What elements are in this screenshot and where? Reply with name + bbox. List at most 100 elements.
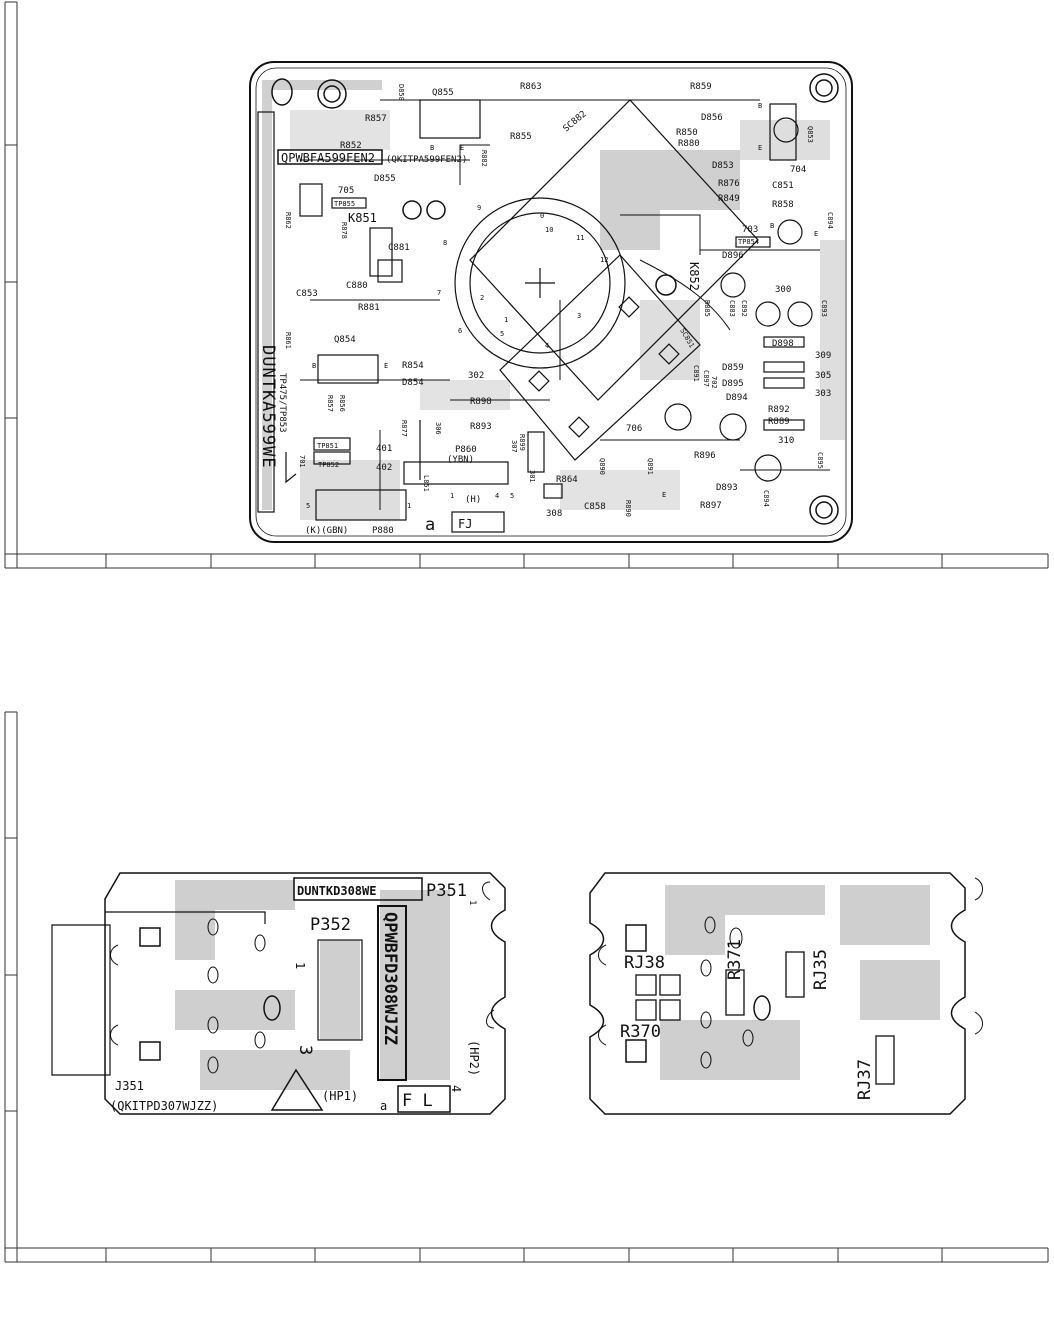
- ref-R896: R896: [694, 451, 716, 461]
- main-tp-label: TP475/TP853: [277, 373, 287, 433]
- ref-L851: L851: [422, 475, 430, 492]
- jack-hp1: (HP1): [322, 1089, 358, 1103]
- ref-C853: C853: [296, 289, 318, 299]
- ref-R857b: R857: [326, 395, 334, 412]
- main-board: DUNTKA599WE QPWBFA599FEN2 (QKITPA599FEN2…: [249, 61, 853, 543]
- jack-p352: P352: [310, 915, 351, 935]
- mounting-holes: [271, 73, 839, 525]
- ref-401: 401: [376, 444, 392, 454]
- ref-C858: C858: [584, 502, 606, 512]
- jack-p351: P351: [426, 881, 467, 901]
- ref-C894b: C894: [762, 490, 770, 507]
- back-rj38: RJ38: [624, 953, 665, 973]
- ref-C851: C851: [772, 181, 794, 191]
- back-r370: R370: [620, 1022, 661, 1042]
- ref-R893: R893: [470, 422, 492, 432]
- jack-back-copper: [660, 885, 940, 1080]
- main-kit-code: (QKITPA599FEN2): [386, 155, 467, 165]
- ref-306: 306: [434, 422, 442, 435]
- pin-c894-b: B: [770, 222, 774, 230]
- pin-q855-b: B: [430, 144, 434, 152]
- jack-board-name: DUNTKD308WE: [297, 884, 376, 898]
- ref-R852: R852: [340, 141, 362, 151]
- jack-hp2: (HP2): [467, 1040, 481, 1076]
- frame-bottom: [4, 711, 1049, 1263]
- ref-R857: R857: [365, 114, 387, 124]
- ref-305: 305: [815, 371, 831, 381]
- ref-D858: D858: [397, 84, 405, 101]
- rotary-switch-sc882: [454, 99, 759, 401]
- ref-706: 706: [626, 424, 642, 434]
- ref-R863: R863: [520, 82, 542, 92]
- jack-ref-a: a: [380, 1099, 387, 1113]
- ref-308: 308: [546, 509, 562, 519]
- ref-R861: R861: [284, 332, 292, 349]
- jack-board-back: RJ38 R371 RJ35 R370 RJ37: [589, 872, 983, 1115]
- ref-301: 301: [528, 470, 536, 483]
- ref-R881: R881: [358, 303, 380, 313]
- back-rj37: RJ37: [855, 1059, 875, 1100]
- ref-C895: C895: [816, 452, 824, 469]
- pin-q854-b: B: [312, 362, 316, 370]
- pin-12: 12: [600, 256, 608, 264]
- jack-fl-mark: F L: [402, 1091, 433, 1111]
- main-k-pin-5: 5: [306, 502, 310, 510]
- ref-TP852: TP852: [318, 461, 339, 469]
- ref-C892: C892: [740, 300, 748, 317]
- pin-q854-e: E: [384, 362, 388, 370]
- pin-9: 9: [477, 204, 481, 212]
- ref-R890: R890: [624, 500, 632, 517]
- ref-R854: R854: [402, 361, 424, 371]
- ref-D853: D853: [712, 161, 734, 171]
- ref-C893: C893: [820, 300, 828, 317]
- ref-D856: D856: [701, 113, 723, 123]
- ref-R899: R899: [518, 434, 526, 451]
- ref-D855: D855: [374, 174, 396, 184]
- pin-8: 8: [443, 239, 447, 247]
- ref-D898: D898: [772, 339, 794, 349]
- pin-q853-e: E: [758, 144, 762, 152]
- pin-q891-e: E: [662, 491, 666, 499]
- main-p860: P860: [455, 445, 477, 455]
- ref-R878: R878: [340, 222, 348, 239]
- ref-D893: D893: [716, 483, 738, 493]
- ref-309: 309: [815, 351, 831, 361]
- ref-D895: D895: [722, 379, 744, 389]
- pin-4: 4: [545, 342, 549, 350]
- back-rj35: RJ35: [811, 949, 831, 990]
- pin-11: 11: [576, 234, 584, 242]
- ref-TP851: TP851: [317, 442, 338, 450]
- ref-Q891: Q891: [646, 458, 654, 475]
- pin-0: 0: [540, 212, 544, 220]
- main-k-pin-1: 1: [407, 502, 411, 510]
- ref-K852: K852: [687, 262, 701, 291]
- pin-5: 5: [500, 330, 504, 338]
- ref-C881: C881: [388, 243, 410, 253]
- pin-2: 2: [480, 294, 484, 302]
- main-h-pin-4: 4: [495, 492, 499, 500]
- ref-R897: R897: [700, 501, 722, 511]
- jack-pwb-code: QPWBFD308WJZZ: [380, 912, 400, 1045]
- ref-R864: R864: [556, 475, 578, 485]
- ref-R859: R859: [690, 82, 712, 92]
- ref-R862: R862: [284, 212, 292, 229]
- pin-3: 3: [577, 312, 581, 320]
- ref-300: 300: [775, 285, 791, 295]
- ref-C897: C897: [702, 370, 710, 387]
- ref-Q854: Q854: [334, 335, 356, 345]
- ref-701: 701: [298, 455, 306, 468]
- ref-R885: R885: [703, 300, 711, 317]
- ref-Q890: Q890: [598, 458, 606, 475]
- ref-R898: R898: [470, 397, 492, 407]
- jack-pin-4: 4: [449, 1085, 463, 1092]
- frame-top: [4, 1, 1049, 569]
- main-h-pin-1: 1: [450, 492, 454, 500]
- ref-R880: R880: [678, 139, 700, 149]
- ref-K851: K851: [348, 211, 377, 225]
- main-h-pin-5: 5: [510, 492, 514, 500]
- back-r371: R371: [725, 939, 745, 980]
- main-connector-ref: P880: [372, 526, 394, 536]
- pin-q855-e: E: [460, 144, 464, 152]
- ref-C883: C883: [728, 300, 736, 317]
